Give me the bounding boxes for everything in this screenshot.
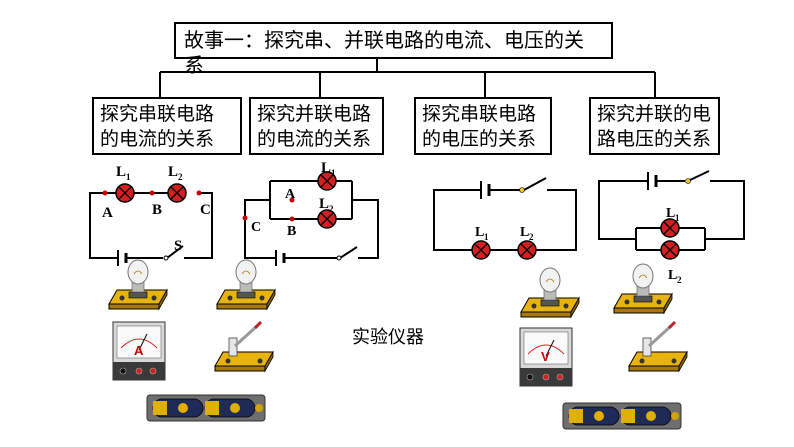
connector-tree <box>159 59 656 97</box>
label-l2-sub: 2 <box>329 204 334 214</box>
switch-icon <box>213 320 275 373</box>
circuit-series-voltage <box>433 177 577 251</box>
circuit-series-current <box>89 192 213 266</box>
label-l1-sub: 1 <box>126 172 131 182</box>
topic-line2: 的电流的关系 <box>100 129 215 150</box>
label-l1: L <box>116 164 126 180</box>
label-l1: L <box>666 206 675 221</box>
topic-series-current: 探究串联电路 的电流的关系 <box>92 97 242 155</box>
lamp-l2-icon <box>660 240 680 260</box>
node-c <box>196 190 202 196</box>
topic-line1: 探究并联的电 <box>597 104 712 125</box>
lamp-l2-icon <box>517 240 537 260</box>
main-title: 故事一：探究串、并联电路的电流、电压的关系 <box>174 22 613 77</box>
instruments-label: 实验仪器 <box>352 327 424 347</box>
label-l1: L <box>475 225 484 240</box>
battery-icon <box>562 402 682 430</box>
label-l2-sub: 2 <box>529 232 534 242</box>
topic-line1: 探究并联电路 <box>257 104 372 125</box>
label-l2: L <box>668 268 677 283</box>
switch-icon <box>627 320 689 373</box>
label-s: S <box>174 238 182 254</box>
circuit-parallel-current <box>244 180 379 266</box>
topic-line2: 的电流的关系 <box>257 129 372 150</box>
label-b: B <box>287 224 296 239</box>
label-b: B <box>152 202 162 218</box>
ammeter-label: A <box>134 343 144 358</box>
node-a <box>102 190 108 196</box>
topic-line2: 路电压的关系 <box>597 129 712 150</box>
topic-parallel-voltage: 探究并联的电 路电压的关系 <box>589 97 720 155</box>
label-a: A <box>285 187 296 202</box>
lamp-l2-icon <box>167 183 187 203</box>
bulb-holder-icon <box>216 259 276 310</box>
lamp-l1-icon <box>471 240 491 260</box>
topic-parallel-current: 探究并联电路 的电流的关系 <box>249 97 384 155</box>
label-l2-sub: 2 <box>178 172 183 182</box>
label-a: A <box>102 205 113 221</box>
voltmeter-label: V <box>541 349 550 364</box>
label-l2-sub: 2 <box>677 275 682 285</box>
label-c: C <box>251 220 261 235</box>
bulb-holder-icon <box>520 267 580 318</box>
battery-icon <box>146 394 266 422</box>
circuit-parallel-voltage <box>598 170 745 251</box>
topic-line2: 的电压的关系 <box>422 129 537 150</box>
topic-line1: 探究串联电路 <box>100 104 215 125</box>
label-l2: L <box>319 196 329 212</box>
label-l1-sub: 1 <box>484 232 489 242</box>
node-b <box>149 190 155 196</box>
topic-line1: 探究串联电路 <box>422 104 537 125</box>
bulb-holder-icon <box>613 263 673 314</box>
label-l1-sub: 1 <box>675 213 680 223</box>
label-l1-sub: 1 <box>331 168 336 178</box>
bulb-holder-icon <box>108 259 168 310</box>
label-c: C <box>200 202 211 218</box>
label-l1: L <box>321 160 331 176</box>
label-l2: L <box>520 225 529 240</box>
label-l2: L <box>168 164 178 180</box>
topic-series-voltage: 探究串联电路 的电压的关系 <box>414 97 552 155</box>
lamp-l1-icon <box>115 183 135 203</box>
